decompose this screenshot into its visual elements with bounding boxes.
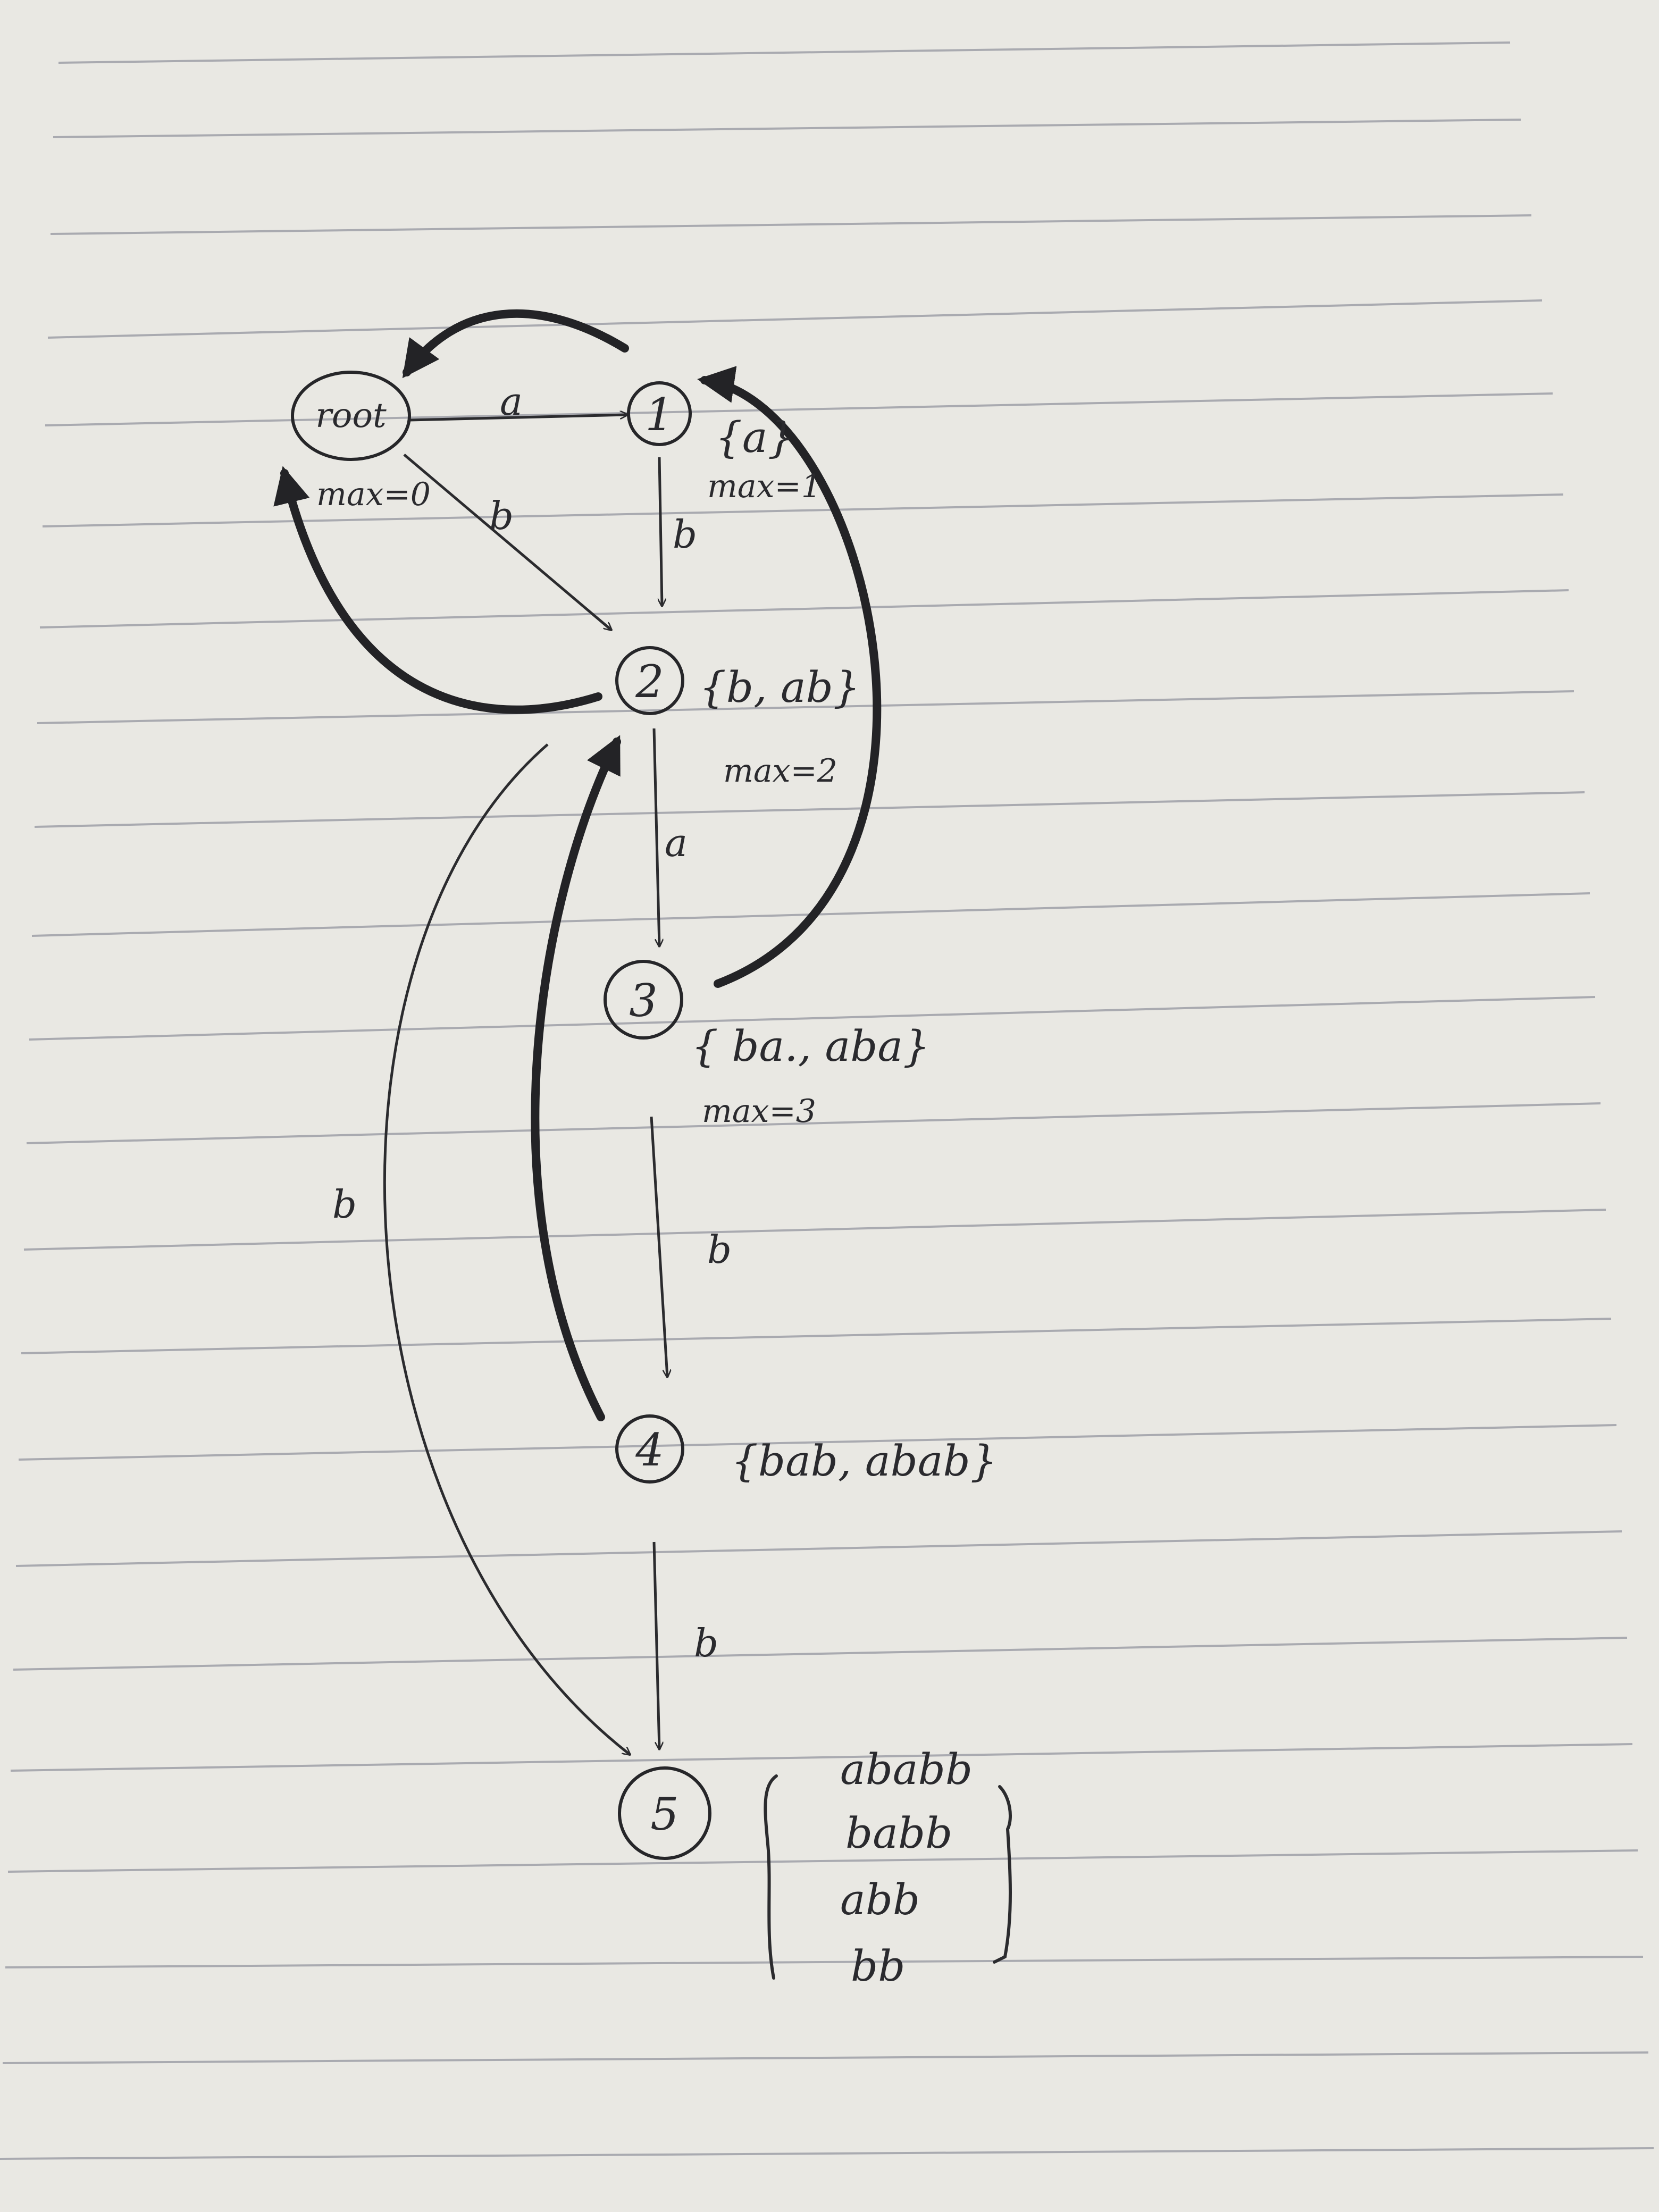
state-5-item-4: bb — [851, 1941, 905, 1991]
edge-3-4 — [650, 1116, 667, 1377]
suffix-link-4-to-2 — [531, 735, 621, 1421]
state-1-set: {a} — [715, 413, 795, 462]
edge-label-root-1: a — [500, 379, 523, 424]
state-1-label: 1 — [645, 389, 673, 441]
state-2-set: {b, ab} — [699, 663, 860, 712]
state-2: 2 {b, ab} max=2 — [615, 646, 860, 790]
suffix-links — [273, 309, 882, 1421]
state-3-label: 3 — [629, 975, 657, 1027]
state-3: 3 { ba., aba} max=3 — [604, 960, 930, 1130]
state-2-max: max=2 — [723, 752, 837, 790]
transitions — [383, 415, 667, 1755]
edge-4-5 — [652, 1541, 659, 1749]
state-root: root max=0 — [291, 371, 431, 513]
notebook-rules — [0, 41, 1654, 2160]
edge-1-2 — [659, 457, 662, 606]
suffix-link-1-to-root — [402, 309, 629, 379]
state-4-set: {bab, abab} — [731, 1436, 998, 1486]
state-2-label: 2 — [635, 656, 664, 708]
edge-label-4-5: b — [694, 1621, 718, 1665]
state-5-right-brace — [993, 1785, 1012, 1964]
state-4-label: 4 — [635, 1424, 664, 1476]
transition-labels: a b b a b b b — [332, 379, 732, 1665]
state-3-max: max=3 — [702, 1093, 816, 1130]
state-root-label: root — [315, 396, 387, 435]
state-5-item-2: babb — [845, 1808, 952, 1858]
state-4: 4 {bab, abab} — [615, 1414, 998, 1486]
edge-label-2-5: b — [332, 1182, 357, 1227]
state-3-set: { ba., aba} — [691, 1021, 930, 1071]
state-5-left-brace — [764, 1774, 778, 1980]
edge-label-2-3: a — [665, 820, 688, 865]
edge-2-3 — [652, 728, 659, 946]
state-5-item-1: ababb — [840, 1745, 973, 1794]
suffix-link-2-to-root — [273, 466, 602, 714]
edge-root-2 — [403, 454, 611, 630]
state-5-label: 5 — [650, 1788, 678, 1840]
edge-label-root-2: b — [489, 493, 514, 538]
state-5: 5 ababb babb abb bb — [618, 1745, 1012, 1991]
state-1: 1 {a} max=1 — [627, 381, 822, 505]
state-5-item-3: abb — [840, 1875, 920, 1924]
state-1-max: max=1 — [707, 468, 822, 505]
state-root-max: max=0 — [316, 476, 431, 513]
suffix-link-3-to-1 — [697, 366, 882, 988]
edge-2-5 — [383, 743, 630, 1755]
edge-root-1 — [409, 415, 627, 422]
edge-label-3-4: b — [707, 1227, 732, 1272]
edge-label-1-2: b — [673, 512, 697, 557]
